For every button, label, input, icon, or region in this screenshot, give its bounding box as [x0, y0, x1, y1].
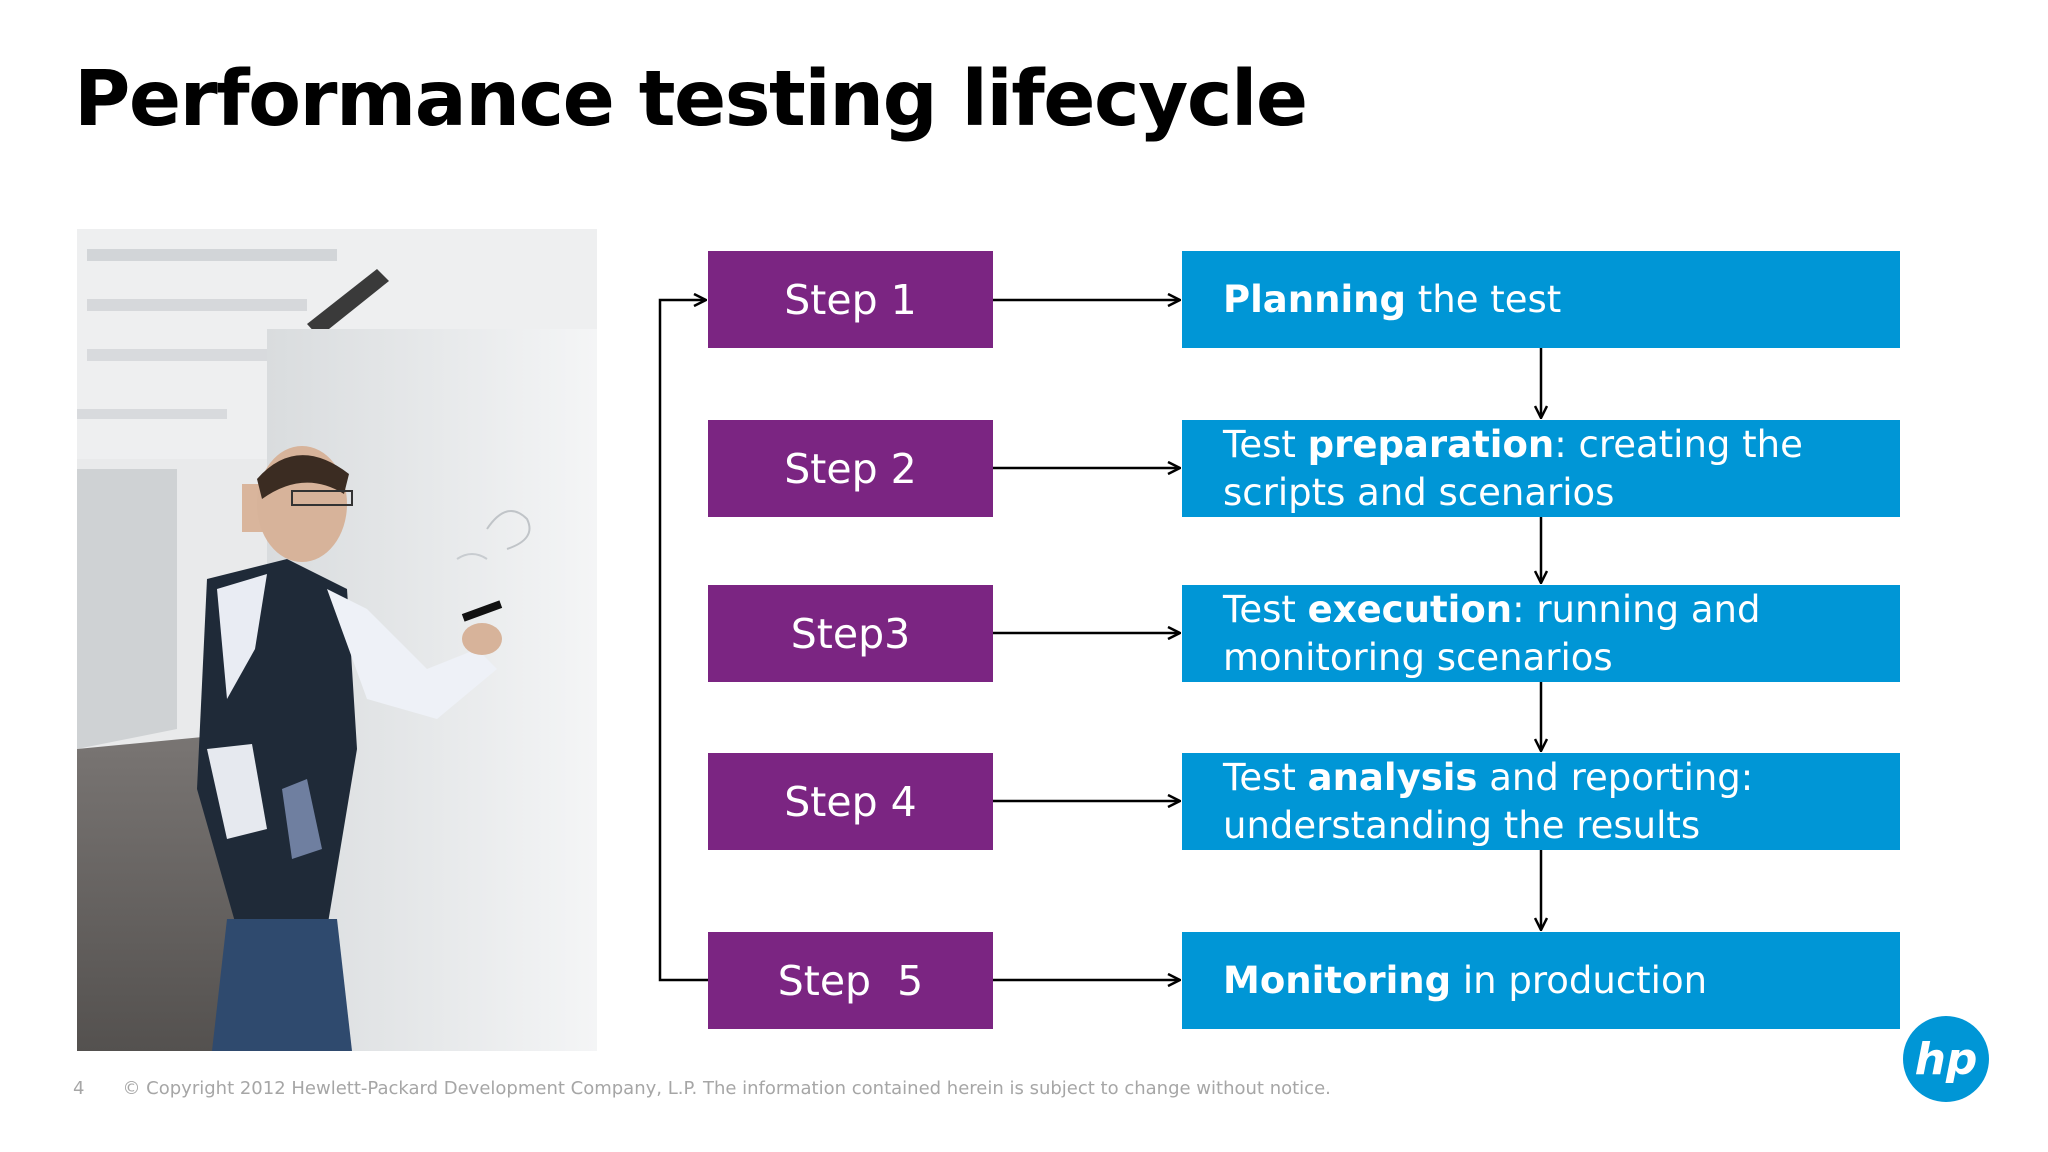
planning-box: Planning the test	[1182, 251, 1900, 348]
planning-text: the test	[1405, 277, 1562, 321]
step-1-box: Step 1	[708, 251, 993, 348]
step-3-box: Step3	[708, 585, 993, 682]
planning-keyword: Planning	[1223, 277, 1406, 321]
step-2-box: Step 2	[708, 420, 993, 517]
analysis-text: and reporting: understanding the results	[1223, 755, 1754, 847]
analysis-box: Test analysis and reporting: understandi…	[1182, 753, 1900, 850]
monitoring-box: Monitoring in production	[1182, 932, 1900, 1029]
preparation-text: : creating the scripts and scenarios	[1223, 422, 1803, 514]
hp-logo-text: hp	[1915, 1034, 1978, 1085]
step-5-box: Step 5	[708, 932, 993, 1029]
preparation-box: Test preparation: creating the scripts a…	[1182, 420, 1900, 517]
hp-logo: hp	[1903, 1016, 1989, 1102]
execution-text: : running and monitoring scenarios	[1223, 587, 1761, 679]
preparation-prefix: Test	[1223, 422, 1308, 466]
photo-man-at-whiteboard	[77, 229, 597, 1051]
analysis-prefix: Test	[1223, 755, 1308, 799]
page-number: 4	[73, 1078, 85, 1099]
copyright-notice: © Copyright 2012 Hewlett-Packard Develop…	[122, 1078, 1331, 1099]
footer: 4 © Copyright 2012 Hewlett-Packard Develo…	[73, 1078, 1331, 1099]
step-4-box: Step 4	[708, 753, 993, 850]
monitoring-keyword: Monitoring	[1223, 958, 1452, 1002]
preparation-keyword: preparation	[1307, 422, 1555, 466]
analysis-keyword: analysis	[1307, 755, 1478, 799]
execution-prefix: Test	[1223, 587, 1308, 631]
execution-keyword: execution	[1307, 587, 1513, 631]
execution-box: Test execution: running and monitoring s…	[1182, 585, 1900, 682]
slide-title: Performance testing lifecycle	[74, 55, 1308, 144]
loop-back-arrow	[658, 300, 708, 982]
monitoring-text: in production	[1451, 958, 1708, 1002]
